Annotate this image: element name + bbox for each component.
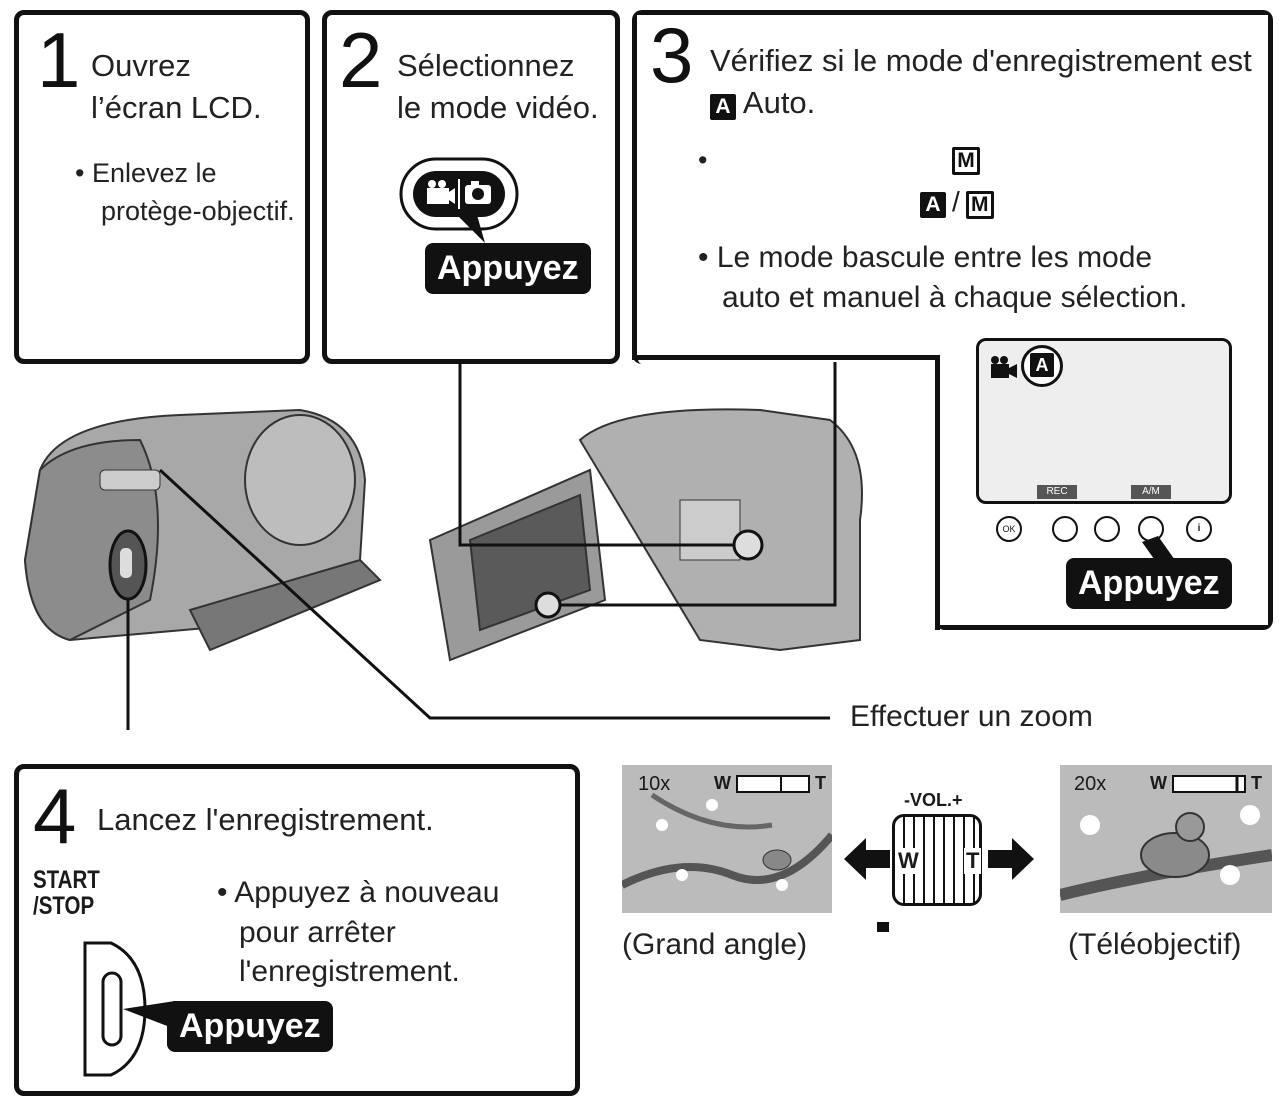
step-bullet: • Appuyez à nouveau pour arrêter l'enreg… (217, 876, 500, 989)
lcd-screen: A REC A/M (976, 338, 1232, 504)
step-title: Sélectionnez le mode vidéo. (397, 48, 599, 126)
step-1-panel: 1 Ouvrez l’écran LCD. • Enlevez le protè… (14, 10, 310, 364)
step-number: 3 (650, 11, 694, 99)
zoom-heading: Effectuer un zoom (850, 700, 1093, 733)
step-4-panel: 4 Lancez l'enregistrement. START /STOP •… (14, 764, 580, 1096)
auto-mode-highlight: A (1021, 345, 1063, 387)
press-button-label: Appuyez (1066, 558, 1232, 609)
telephoto-caption: (Téléobjectif) (1068, 928, 1242, 961)
zoom-lever[interactable]: -VOL.+ W T (888, 790, 988, 920)
step-bullet: • Enlevez le protège-objectif. (75, 158, 295, 226)
bullet-dot: • (698, 145, 708, 175)
manual-mode-icon: M (952, 147, 980, 175)
auto-manual-toggle-icon: A/M (920, 186, 994, 219)
zoom-bar: W T (714, 773, 827, 794)
step-title: Lancez l'enregistrement. (97, 802, 434, 837)
step-number: 1 (37, 16, 81, 104)
arrow-right-icon (988, 838, 1034, 880)
video-camera-icon (991, 356, 1017, 378)
zoom-level: 10x (638, 773, 671, 795)
small-icon (877, 922, 889, 932)
step-title: Vérifiez si le mode d'enregistrement est… (710, 43, 1252, 121)
start-stop-label: START /STOP (33, 866, 100, 921)
wide-angle-caption: (Grand angle) (622, 928, 808, 961)
lcd-button-ok[interactable]: OK (996, 516, 1022, 542)
zoom-level: 20x (1074, 773, 1107, 795)
step-title: Ouvrez l’écran LCD. (91, 48, 262, 126)
start-stop-button[interactable] (81, 939, 151, 1079)
step-number: 2 (339, 16, 383, 104)
step-bullet: • Le mode bascule entre les mode auto et… (698, 241, 1188, 314)
press-button-label: Appuyez (167, 1001, 333, 1052)
photo-camera-icon (465, 181, 491, 204)
camcorder-front-view (23, 408, 382, 652)
camcorder-illustrations (23, 362, 863, 730)
zoom-tele-preview: 20x W T (1060, 765, 1272, 913)
rec-label: REC (1037, 485, 1077, 499)
lcd-button[interactable] (1094, 516, 1120, 542)
step-2-panel: 2 Sélectionnez le mode vidéo. Appuyez (322, 10, 620, 364)
auto-manual-label: A/M (1131, 485, 1171, 499)
mode-switch-button[interactable] (397, 155, 527, 245)
step-number: 4 (33, 772, 77, 860)
arrow-left-icon (844, 838, 890, 880)
lcd-button-info[interactable]: i (1186, 516, 1212, 542)
camcorder-side-view (428, 408, 863, 662)
zoom-wide-preview: 10x W T (622, 765, 832, 913)
lcd-button[interactable] (1052, 516, 1078, 542)
auto-mode-icon: A (710, 94, 736, 121)
zoom-bar: W T (1150, 773, 1263, 794)
press-button-label: Appuyez (425, 243, 591, 294)
video-camera-icon (427, 180, 455, 204)
